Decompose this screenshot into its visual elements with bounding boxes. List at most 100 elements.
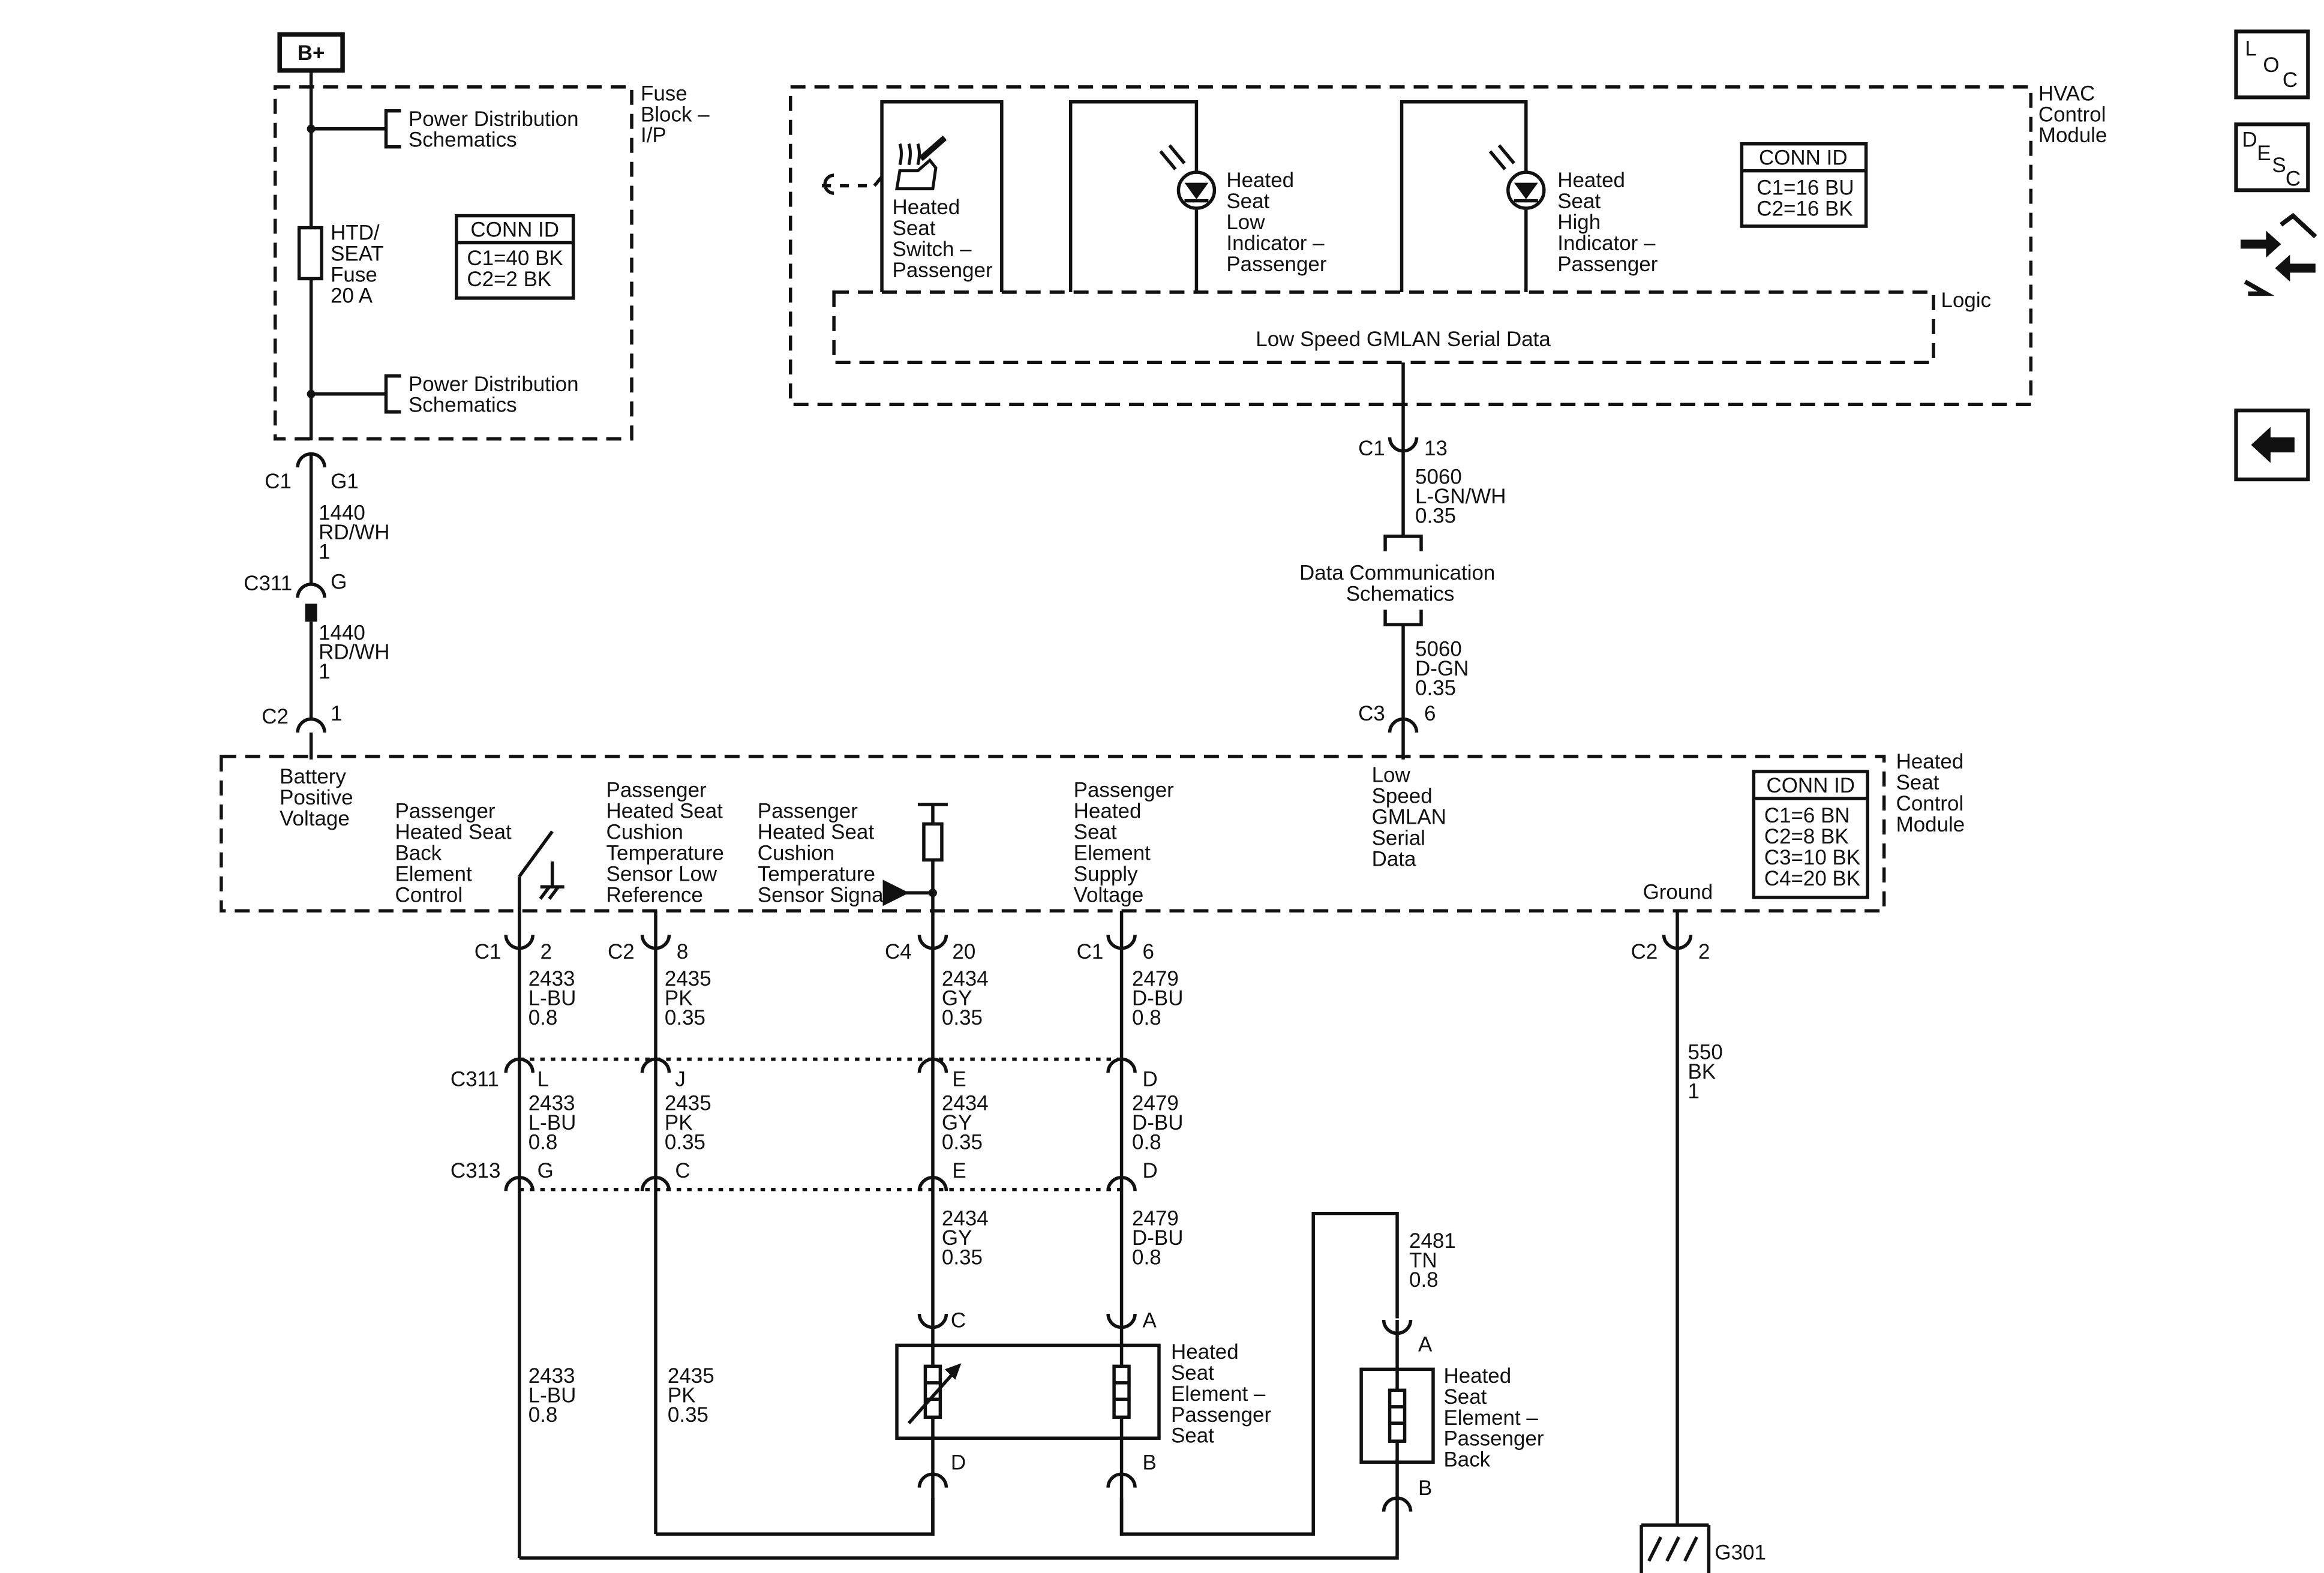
pd-link-top[interactable]: Power Distribution Schematics — [409, 107, 584, 152]
battery-supply: B+ — [277, 32, 345, 87]
seat-heat-icon — [895, 135, 947, 191]
fuse-symbol — [297, 226, 323, 281]
svg-text:B: B — [1418, 1476, 1432, 1500]
svg-text:C311: C311 — [244, 572, 292, 595]
svg-text:C2=8 BK: C2=8 BK — [1764, 825, 1849, 848]
connector-end-view-icon[interactable] — [2240, 212, 2317, 296]
hvac-control-module: HVAC Control Module Logic Low Speed GMLA… — [788, 82, 2112, 406]
svg-text:Passenger Heated Seat: Passenger Heated Seat Cushion Temperatur… — [606, 778, 730, 906]
fuse-label: HTD/ SEAT Fuse 20 A — [331, 221, 389, 308]
high-indicator-led: Heated Seat High Indicator – Passenger — [1400, 100, 1658, 292]
svg-text:E: E — [2257, 142, 2271, 165]
svg-text:C1: C1 — [1077, 940, 1104, 963]
fuse-conn-id: CONN ID C1=40 BK C2=2 BK — [455, 214, 575, 300]
svg-text:C1: C1 — [265, 470, 292, 493]
svg-text:G: G — [538, 1159, 554, 1182]
svg-text:6: 6 — [1424, 702, 1436, 725]
svg-text:E: E — [952, 1067, 966, 1091]
svg-text:C4: C4 — [885, 940, 912, 963]
svg-text:D: D — [951, 1451, 966, 1475]
svg-text:Battery Positive V: Battery Positive Voltage — [280, 765, 359, 830]
svg-text:C1: C1 — [475, 940, 502, 963]
heated-seat-control-module: Heated Seat Control Module Battery Posit… — [220, 750, 1969, 913]
svg-text:Passenger Heated Seat: Passenger Heated Seat Cushion Temperatur… — [758, 799, 888, 906]
svg-text:C1=6 BN: C1=6 BN — [1764, 804, 1850, 827]
svg-text:13: 13 — [1424, 437, 1448, 460]
data-wire-5060: C1 13 5060 L-GN/WH 0.35 Data Communicati… — [1299, 362, 1512, 760]
svg-text:Passenger Heated S: Passenger Heated Seat Element Supply Vol… — [1074, 778, 1180, 906]
location-button[interactable]: L O C — [2234, 29, 2310, 100]
svg-text:C2: C2 — [262, 705, 289, 728]
svg-text:6: 6 — [1143, 940, 1154, 963]
seat-element: C A Heated Seat Element – Passenger Seat — [895, 1308, 1277, 1536]
svg-text:5060 D-GN 0.35: 5060 D-GN 0.35 — [1415, 638, 1475, 700]
svg-text:C4=20 BK: C4=20 BK — [1764, 867, 1860, 890]
back-arrow-icon — [2251, 427, 2295, 463]
svg-text:5060 L-GN/WH 0.35: 5060 L-GN/WH 0.35 — [1415, 466, 1512, 528]
svg-text:CONN ID: CONN ID — [470, 218, 559, 242]
svg-text:20: 20 — [952, 940, 975, 963]
svg-text:Ground: Ground — [1643, 880, 1713, 903]
hscm-conn-id: CONN ID C1=6 BN C2=8 BK C3=10 BK C4=20 B… — [1752, 770, 1869, 899]
pd-link-bottom[interactable]: Power Distribution Schematics — [409, 373, 584, 417]
svg-text:D: D — [1143, 1159, 1158, 1182]
heated-seat-switch[interactable]: Heated Seat Switch – Passenger — [822, 100, 1004, 292]
svg-text:A: A — [1143, 1308, 1157, 1332]
svg-text:1440 RD/WH 1: 1440 RD/WH 1 — [319, 621, 395, 683]
sensor-pullup — [882, 803, 948, 911]
data-comm-link[interactable]: Data Communication Schematics — [1299, 561, 1501, 605]
back-arrow-button[interactable] — [2234, 409, 2310, 482]
svg-text:Heated Seat El: Heated Seat Element – Passenger Seat — [1171, 1340, 1277, 1448]
svg-text:C1=40 BK: C1=40 BK — [467, 247, 563, 270]
back-element-switch — [517, 830, 565, 911]
fuse-block: Fuse Block – I/P Power Distribution Sche… — [273, 82, 710, 441]
ground-g301: G301 — [1640, 1523, 1766, 1573]
svg-text:C: C — [675, 1159, 690, 1182]
svg-text:2: 2 — [541, 940, 552, 963]
svg-text:D: D — [1143, 1067, 1158, 1091]
svg-text:2: 2 — [1698, 940, 1710, 963]
svg-text:C2: C2 — [608, 940, 635, 963]
svg-text:D: D — [2242, 128, 2257, 152]
gmlan-label: Low Speed GMLAN Serial Data — [1256, 328, 1551, 351]
svg-text:Heated Seat Sw: Heated Seat Switch – Passenger — [893, 196, 993, 282]
svg-text:C311: C311 — [451, 1067, 499, 1091]
svg-text:S: S — [2272, 154, 2286, 177]
svg-text:C2=16 BK: C2=16 BK — [1756, 197, 1852, 221]
hscm-title: Heated Seat Control Module — [1896, 750, 1969, 836]
back-element: 2481 TN 0.8 A Heated Seat Element – Pass… — [1359, 1229, 1544, 1512]
svg-text:C2: C2 — [1631, 940, 1658, 963]
svg-text:C1=16 BU: C1=16 BU — [1756, 176, 1854, 200]
svg-text:CONN ID: CONN ID — [1766, 774, 1855, 797]
svg-text:Passenger Heated Seat: Passenger Heated Seat Back Element Contr… — [395, 799, 517, 906]
svg-text:C3: C3 — [1358, 702, 1385, 725]
hvac-conn-id: CONN ID C1=16 BU C2=16 BK — [1740, 142, 1868, 228]
svg-text:A: A — [1418, 1332, 1433, 1356]
nav-buttons: L O C D E S C — [2234, 29, 2317, 482]
svg-text:G1: G1 — [331, 470, 359, 493]
hvac-title: HVAC Control Module — [2038, 82, 2112, 147]
svg-text:L: L — [538, 1067, 549, 1091]
low-indicator-led: Heated Seat Low Indicator – Passenger — [1068, 100, 1330, 292]
svg-text:E: E — [952, 1159, 966, 1182]
svg-text:CONN ID: CONN ID — [1759, 146, 1848, 170]
svg-text:Heated Seat Lo: Heated Seat Low Indicator – Passenger — [1226, 169, 1330, 276]
c313-inline: C313 G C E D — [451, 1159, 1158, 1191]
svg-text:Low Speed GMLAN: Low Speed GMLAN Serial Data — [1372, 764, 1452, 871]
description-button[interactable]: D E S C — [2234, 122, 2310, 193]
battery-label: B+ — [298, 41, 325, 65]
svg-text:C313: C313 — [451, 1159, 501, 1182]
svg-text:C1: C1 — [1358, 437, 1385, 460]
